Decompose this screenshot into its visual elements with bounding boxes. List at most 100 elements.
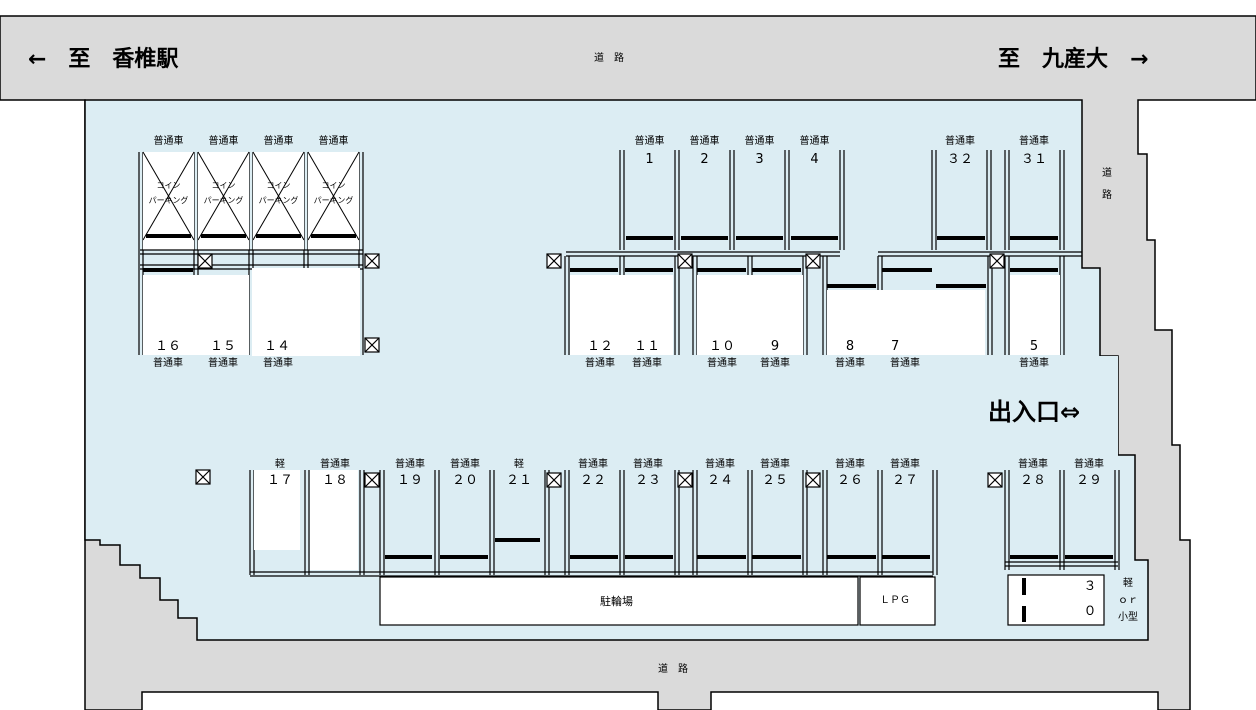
coin-type-label: 普通車 xyxy=(209,134,239,147)
stall-area xyxy=(827,290,985,355)
cross-line xyxy=(197,253,213,269)
space-number: ２４ xyxy=(707,473,733,488)
space-type-label: 普通車 xyxy=(450,457,480,470)
space-number: ２９ xyxy=(1076,473,1102,488)
cross-line xyxy=(195,469,211,485)
stall-area xyxy=(254,470,300,550)
cross-line xyxy=(987,472,1003,488)
space-number: 5 xyxy=(1030,339,1038,354)
space-type-label: 普通車 xyxy=(707,356,737,369)
space-type-label: 普通車 xyxy=(1019,356,1049,369)
space-type-label: 普通車 xyxy=(835,457,865,470)
cross-line xyxy=(989,253,1005,269)
stall-area xyxy=(570,275,673,355)
space-type-label: 普通車 xyxy=(1018,457,1048,470)
space-number: ２５ xyxy=(762,473,788,488)
space-type-label: 普通車 xyxy=(890,356,920,369)
space-type-label: 普通車 xyxy=(153,356,183,369)
stall-area xyxy=(143,275,249,355)
space-number: ２２ xyxy=(580,473,606,488)
coin-stall xyxy=(253,152,304,250)
space-type-label: 軽 xyxy=(514,458,524,470)
coin-label-2: パーキング xyxy=(259,195,299,205)
space-number: １６ xyxy=(155,339,181,354)
coin-stall xyxy=(198,152,249,250)
space-number: １１ xyxy=(634,339,660,354)
space-number: 8 xyxy=(846,339,854,354)
space-type-label: 普通車 xyxy=(633,457,663,470)
space-type-label: 普通車 xyxy=(690,134,720,147)
space-labels: 普通車コインパーキング普通車コインパーキング普通車コインパーキング普通車コインパ… xyxy=(149,134,1138,623)
coin-x xyxy=(307,151,360,241)
space-number: １８ xyxy=(322,473,348,488)
coin-stall xyxy=(308,152,359,250)
cross-line xyxy=(364,337,380,353)
space-number: １４ xyxy=(264,339,290,354)
space-type-label: 普通車 xyxy=(1019,134,1049,147)
space-type-label: 普通車 xyxy=(835,356,865,369)
space-type-label: 普通車 xyxy=(945,134,975,147)
space-type-label: 普通車 xyxy=(632,356,662,369)
stall-14-area xyxy=(252,268,360,356)
coin-label-2: パーキング xyxy=(204,195,244,205)
coin-type-label: 普通車 xyxy=(319,134,349,147)
space-type-label: 普通車 xyxy=(705,457,735,470)
space-type-label: 普通車 xyxy=(320,457,350,470)
road-label-to-kashii: ← 至 香椎駅 xyxy=(28,46,178,72)
space-30-number-bottom: ０ xyxy=(1083,604,1096,619)
space-30-type-2: ｏｒ xyxy=(1118,595,1138,606)
cross-line xyxy=(677,253,693,269)
space-number: 1 xyxy=(645,152,653,167)
stall-area xyxy=(697,275,803,355)
space-type-label: 普通車 xyxy=(745,134,775,147)
cross-line xyxy=(546,472,562,488)
cross-line xyxy=(364,253,380,269)
space-type-label: 普通車 xyxy=(395,457,425,470)
coin-label-1: コイン xyxy=(322,181,346,190)
space-type-label: 普通車 xyxy=(890,457,920,470)
space-number: ２６ xyxy=(837,473,863,488)
entrance-label: 出入口⇔ xyxy=(988,398,1080,426)
coin-label-2: パーキング xyxy=(149,195,189,205)
space-number: 9 xyxy=(771,339,779,354)
space-number: 3 xyxy=(755,152,763,167)
stall-area xyxy=(1010,275,1060,355)
lpg-area: ＬＰＧ xyxy=(859,576,936,626)
space-number: １２ xyxy=(587,339,613,354)
structures xyxy=(138,150,1120,626)
space-number: ２７ xyxy=(892,473,918,488)
road-label-right-2: 路 xyxy=(1102,188,1112,201)
space-type-label: 普通車 xyxy=(800,134,830,147)
space-30-type-3: 小型 xyxy=(1118,610,1138,623)
cross-line xyxy=(546,253,562,269)
cross-line xyxy=(364,472,380,488)
space-type-label: 軽 xyxy=(275,458,285,470)
space-number: １０ xyxy=(709,339,735,354)
coin-label-1: コイン xyxy=(267,181,291,190)
coin-label-1: コイン xyxy=(157,181,181,190)
stall-area xyxy=(310,470,358,570)
coin-type-label: 普通車 xyxy=(264,134,294,147)
bike-parking-label: 駐輪場 xyxy=(600,594,633,608)
space-type-label: 普通車 xyxy=(760,457,790,470)
space-number: １７ xyxy=(267,473,293,488)
space-30-number-top: ３ xyxy=(1083,579,1096,594)
space-type-label: 普通車 xyxy=(760,356,790,369)
coin-label-2: パーキング xyxy=(314,195,354,205)
lpg-label: ＬＰＧ xyxy=(880,595,910,606)
coin-x xyxy=(252,151,305,241)
cross-line xyxy=(677,472,693,488)
space-number: ２８ xyxy=(1020,473,1046,488)
coin-x xyxy=(142,151,195,241)
coin-type-label: 普通車 xyxy=(154,134,184,147)
bike-parking: 駐輪場 xyxy=(379,576,859,626)
space-type-label: 普通車 xyxy=(585,356,615,369)
cross-line xyxy=(805,472,821,488)
space-type-label: 普通車 xyxy=(263,356,293,369)
coin-label-1: コイン xyxy=(212,181,236,190)
cross-line xyxy=(805,253,821,269)
space-30-type-1: 軽 xyxy=(1123,577,1133,589)
space-number: ２０ xyxy=(452,473,478,488)
road-label-bottom: 道 路 xyxy=(658,662,688,675)
